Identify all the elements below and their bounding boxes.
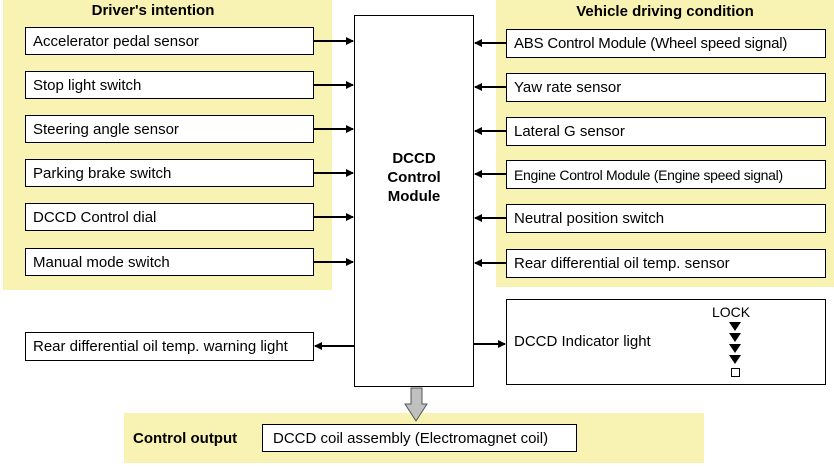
input-manual-mode-switch: Manual mode switch <box>25 248 314 276</box>
module-label-line3: Module <box>387 188 441 205</box>
input-yaw-rate-sensor: Yaw rate sensor <box>506 73 826 102</box>
input-parking-brake-switch: Parking brake switch <box>25 159 314 187</box>
module-label-line2: Control <box>387 169 441 186</box>
input-neutral-position-switch: Neutral position switch <box>506 204 826 233</box>
input-engine-control-module: Engine Control Module (Engine speed sign… <box>506 160 826 189</box>
arrow-module-to-coil <box>404 387 428 422</box>
input-accelerator-pedal-sensor: Accelerator pedal sensor <box>25 27 314 55</box>
module-label: DCCD Control Module <box>355 149 473 206</box>
indicator-light-label: DCCD Indicator light <box>514 333 651 350</box>
module-label-line1: DCCD <box>392 150 436 167</box>
free-state-square-icon <box>731 368 740 377</box>
vehicle-driving-condition-title: Vehicle driving condition <box>576 3 754 20</box>
lock-level-1-icon <box>729 322 741 331</box>
dccd-indicator-light-box: DCCD Indicator light LOCK <box>506 299 826 385</box>
lock-label: LOCK <box>712 304 751 320</box>
drivers-intention-title: Driver's intention <box>91 2 215 19</box>
input-lateral-g-sensor: Lateral G sensor <box>506 117 826 146</box>
input-steering-angle-sensor: Steering angle sensor <box>25 115 314 143</box>
output-dccd-coil-assembly: DCCD coil assembly (Electromagnet coil) <box>262 424 577 452</box>
input-stop-light-switch: Stop light switch <box>25 71 314 99</box>
input-abs-control-module: ABS Control Module (Wheel speed signal) <box>506 29 826 58</box>
output-warning-light: Rear differential oil temp. warning ligh… <box>25 332 314 361</box>
lock-level-2-icon <box>729 333 741 342</box>
input-rear-diff-oil-temp-sensor: Rear differential oil temp. sensor <box>506 249 826 278</box>
input-dccd-control-dial: DCCD Control dial <box>25 203 314 231</box>
dccd-control-module: DCCD Control Module <box>354 15 474 387</box>
lock-level-3-icon <box>729 344 741 353</box>
control-output-title: Control output <box>133 430 238 447</box>
lock-level-4-icon <box>729 355 741 364</box>
